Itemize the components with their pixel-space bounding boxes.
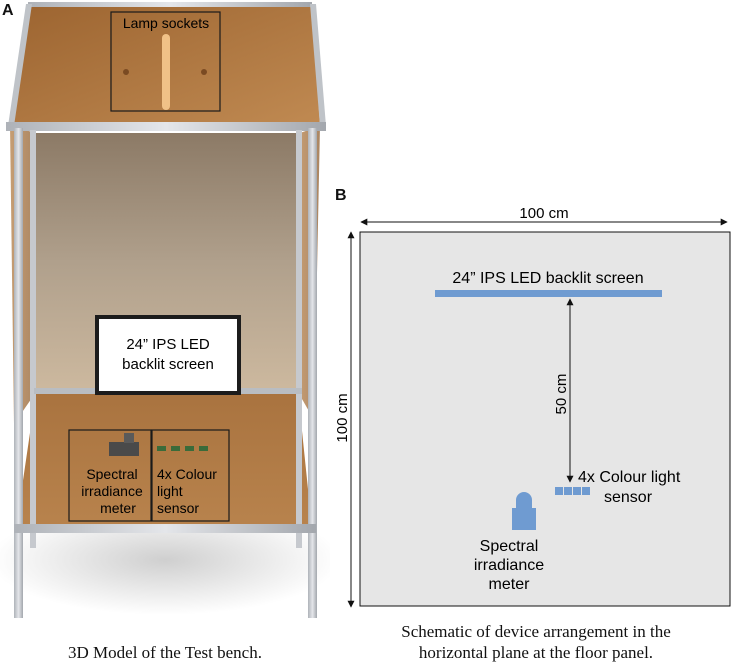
plan-sensor-3 bbox=[573, 487, 581, 495]
panel-a-letter: A bbox=[2, 2, 14, 19]
panel-b-caption-line1: Schematic of device arrangement in the bbox=[401, 622, 671, 641]
panel-b-letter: B bbox=[335, 187, 347, 204]
plan-meter-label-line1: Spectral bbox=[480, 538, 539, 555]
plan-sensor-label-line2: sensor bbox=[604, 489, 653, 506]
meter-label-line3: meter bbox=[100, 500, 136, 516]
lamp-sockets-label: Lamp sockets bbox=[123, 15, 209, 31]
sensor-1 bbox=[157, 446, 166, 451]
meter-device-body bbox=[109, 442, 139, 456]
panel-b-caption: Schematic of device arrangement in the h… bbox=[336, 621, 736, 663]
frame-rod-top-back bbox=[28, 2, 312, 7]
width-label: 100 cm bbox=[519, 205, 568, 222]
plan-meter-device bbox=[512, 492, 536, 530]
device-arrangement-schematic: 100 cm 100 cm 24” IPS LED backlit screen… bbox=[336, 205, 731, 608]
monitor-screen bbox=[99, 319, 237, 391]
plan-meter-label-line3: meter bbox=[489, 576, 531, 593]
lamp-tube bbox=[162, 34, 170, 110]
frame-rod-front-right bbox=[308, 128, 317, 618]
meter-box bbox=[68, 429, 152, 522]
plan-sensor-label-line1: 4x Colour light bbox=[578, 469, 681, 486]
lamp-socket-right bbox=[201, 69, 207, 75]
test-bench-3d-model: Lamp sockets 24” IPS LED backlit screen … bbox=[0, 2, 330, 618]
lamp-sockets-box bbox=[110, 11, 221, 112]
distance-label: 50 cm bbox=[553, 374, 570, 415]
frame-rod-floor-front bbox=[14, 524, 316, 533]
sensor-label-line2: light bbox=[157, 483, 183, 499]
height-label: 100 cm bbox=[336, 393, 351, 442]
screen-label-line1: 24” IPS LED bbox=[126, 336, 210, 353]
frame-rod-back-left bbox=[30, 130, 36, 548]
sensor-label-line3: sensor bbox=[157, 500, 199, 516]
screen-bar bbox=[435, 290, 662, 297]
plan-sensor-1 bbox=[555, 487, 563, 495]
screen-label: 24” IPS LED backlit screen bbox=[452, 270, 643, 287]
lamp-socket-left bbox=[123, 69, 129, 75]
sensor-label-line1: 4x Colour bbox=[157, 466, 217, 482]
plan-sensor-4 bbox=[582, 487, 590, 495]
meter-label-line2: irradiance bbox=[81, 483, 143, 499]
frame-rod-left-top bbox=[8, 4, 32, 126]
frame-rod-front-left bbox=[14, 128, 23, 618]
plan-meter-label-line2: irradiance bbox=[474, 557, 544, 574]
sensor-box bbox=[151, 429, 230, 522]
frame-rod-back-right bbox=[296, 130, 302, 548]
plan-sensor-2 bbox=[564, 487, 572, 495]
panel-a-caption: 3D Model of the Test bench. bbox=[0, 642, 330, 663]
panel-b-caption-line2: horizontal plane at the floor panel. bbox=[418, 643, 654, 662]
screen-label-line2: backlit screen bbox=[122, 356, 214, 373]
frame-rod-front-top bbox=[6, 122, 326, 131]
panel-a-caption-text: 3D Model of the Test bench. bbox=[68, 643, 262, 662]
meter-label-line1: Spectral bbox=[86, 466, 137, 482]
floor-plan bbox=[359, 231, 731, 607]
sensor-2 bbox=[171, 446, 180, 451]
sensor-3 bbox=[185, 446, 194, 451]
floor-panel bbox=[16, 392, 312, 528]
meter-device-head bbox=[124, 433, 134, 443]
frame-rod-right-top bbox=[310, 4, 326, 126]
sensor-4 bbox=[199, 446, 208, 451]
